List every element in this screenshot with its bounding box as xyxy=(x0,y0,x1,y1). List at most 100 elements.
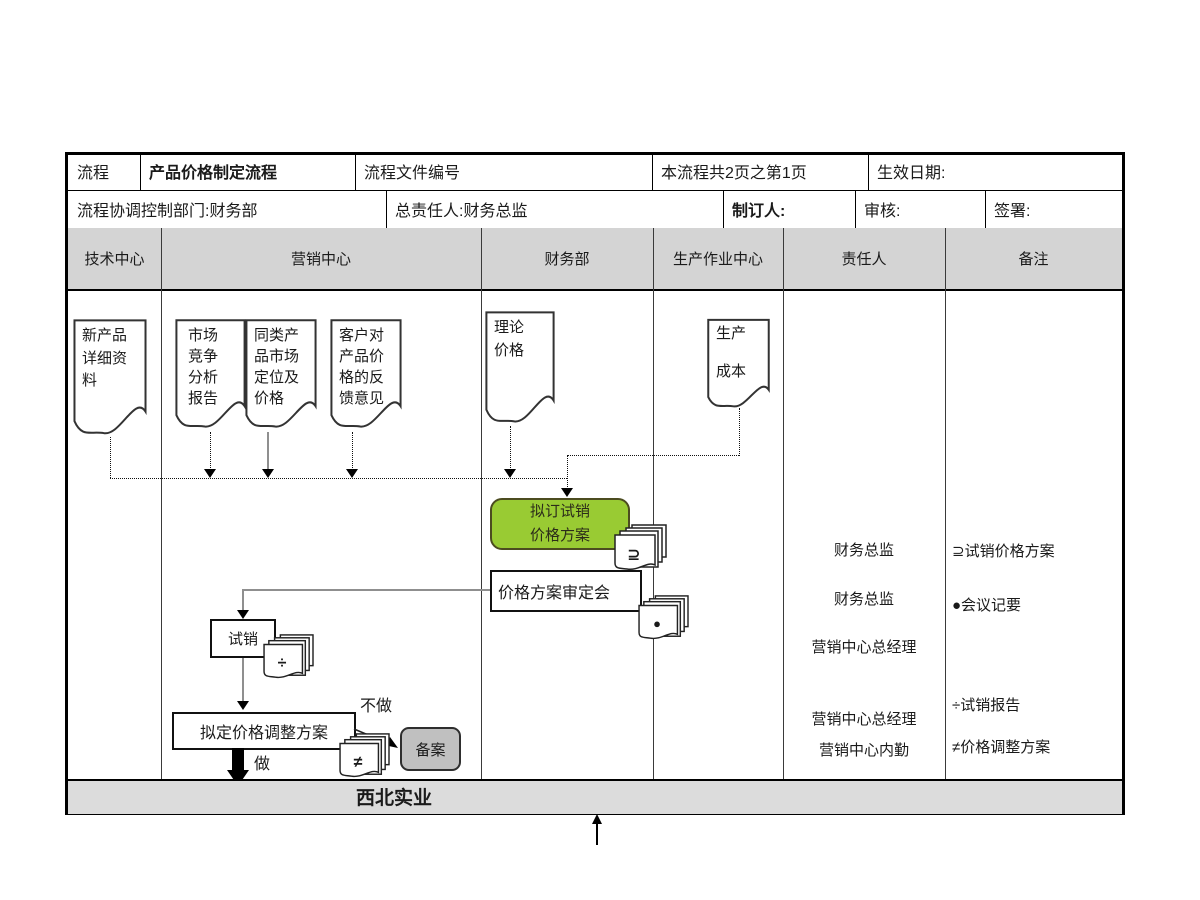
remark-entry: ÷试销报告 xyxy=(952,697,1021,714)
doc-similar-product-positioning: 同类产 品市场 定位及 价格 xyxy=(245,318,317,431)
doc-theoretical-price: 理论 价格 xyxy=(485,310,555,426)
header-coordinating-dept: 流程协调控制部门:财务部 xyxy=(77,203,258,220)
connector xyxy=(110,437,111,478)
doc-label: 理论 价格 xyxy=(494,319,525,359)
responsible-entry: 财务总监 xyxy=(833,591,894,608)
header-process-label: 流程 xyxy=(77,165,110,182)
connector xyxy=(110,478,567,479)
docstack-meeting-minutes: ● xyxy=(635,594,693,642)
lane-header-remarks: 备注 xyxy=(1018,251,1049,268)
branch-label-no-do: 不做 xyxy=(360,698,393,715)
divider xyxy=(140,152,141,190)
doc-label: 生产 成本 xyxy=(716,325,747,380)
lane-divider xyxy=(945,228,946,779)
lane-divider xyxy=(481,228,482,779)
arrowhead xyxy=(346,469,358,478)
step-filing: 备案 xyxy=(400,727,461,771)
lane-divider xyxy=(783,228,784,779)
document-shape-icon xyxy=(330,318,402,431)
header-maker: 制订人: xyxy=(732,203,786,220)
connector xyxy=(267,432,269,470)
lane-divider xyxy=(653,228,654,779)
connector xyxy=(242,658,244,702)
step-price-review-meeting: 价格方案审定会 xyxy=(490,570,642,612)
document-shape-icon xyxy=(175,318,246,431)
document-shape-icon xyxy=(245,318,317,431)
doc-label: 市场 竞争 分析 报告 xyxy=(188,327,219,407)
arrowhead xyxy=(237,701,249,710)
footer-bar xyxy=(68,779,1122,814)
connector xyxy=(352,432,353,470)
remark-entry: ⊇试销价格方案 xyxy=(952,543,1055,560)
docstack-glyph: ● xyxy=(653,616,661,631)
header-effective-date: 生效日期: xyxy=(877,165,946,182)
responsible-entry: 营销中心总经理 xyxy=(811,639,917,656)
lane-divider xyxy=(161,228,162,779)
connector xyxy=(243,589,490,591)
page-title: 产品价格制定流程 xyxy=(149,165,278,182)
arrowhead xyxy=(561,488,573,497)
divider xyxy=(65,190,1125,191)
document-shape-icon xyxy=(73,318,147,438)
branch-label-do: 做 xyxy=(254,756,271,773)
docstack-glyph: ⊇ xyxy=(627,547,641,564)
company-name: 西北实业 xyxy=(356,788,433,809)
lane-header-responsible: 责任人 xyxy=(841,251,887,268)
docstack-glyph: ÷ xyxy=(277,655,287,672)
header-review: 审核: xyxy=(864,203,901,220)
docstack-adjustment-plan: ≠ xyxy=(336,732,394,780)
multi-document-icon xyxy=(339,733,390,778)
doc-new-product-details: 新产品 详细资 料 xyxy=(73,318,147,438)
connector xyxy=(242,589,244,611)
step-draft-trial-price-plan: 拟订试销 价格方案 xyxy=(490,498,630,550)
divider xyxy=(723,190,724,228)
lane-header-tech-center: 技术中心 xyxy=(84,251,145,268)
document-shape-icon xyxy=(707,318,770,410)
multi-document-icon xyxy=(263,634,314,679)
arrowhead xyxy=(504,469,516,478)
remark-entry: ●会议记要 xyxy=(952,597,1022,614)
step-draft-price-adjustment: 拟定价格调整方案 xyxy=(172,712,356,750)
connector xyxy=(510,426,511,470)
document-shape-icon xyxy=(485,310,555,426)
responsible-entry: 营销中心总经理 xyxy=(811,711,917,728)
connector xyxy=(567,455,739,456)
lane-header-bg xyxy=(68,228,1122,289)
multi-document-icon xyxy=(614,524,667,570)
doc-label: 同类产 品市场 定位及 价格 xyxy=(254,327,300,407)
responsible-entry: 营销中心内勤 xyxy=(818,742,909,759)
doc-customer-price-feedback: 客户对 产品价 格的反 馈意见 xyxy=(330,318,402,431)
header-sign: 签署: xyxy=(994,203,1031,220)
responsible-entry: 财务总监 xyxy=(833,542,894,559)
doc-label: 新产品 详细资 料 xyxy=(82,327,128,389)
arrowhead xyxy=(204,469,216,478)
divider xyxy=(386,190,387,228)
external-arrowhead-up xyxy=(592,814,602,824)
connector xyxy=(210,432,211,470)
divider xyxy=(855,190,856,228)
divider xyxy=(652,152,653,190)
arrowhead xyxy=(262,469,274,478)
divider xyxy=(355,152,356,190)
remark-entry: ≠价格调整方案 xyxy=(952,739,1051,756)
divider xyxy=(65,289,1125,291)
docstack-glyph: ≠ xyxy=(353,754,363,771)
lane-header-production-center: 生产作业中心 xyxy=(672,251,763,268)
connector xyxy=(739,408,740,456)
doc-label: 客户对 产品价 格的反 馈意见 xyxy=(339,327,385,407)
divider xyxy=(985,190,986,228)
header-page-count: 本流程共2页之第1页 xyxy=(661,165,807,182)
connector xyxy=(567,455,568,489)
docstack-trial-price-plan: ⊇ xyxy=(612,523,670,573)
divider xyxy=(868,152,869,190)
doc-production-cost: 生产 成本 xyxy=(707,318,770,410)
header-owner: 总责任人:财务总监 xyxy=(395,203,528,220)
lane-header-finance-dept: 财务部 xyxy=(544,251,590,268)
multi-document-icon xyxy=(638,595,689,640)
arrowhead xyxy=(237,610,249,619)
docstack-trial-report: ÷ xyxy=(260,633,318,681)
external-arrow-line xyxy=(596,822,598,845)
lane-header-marketing-center: 营销中心 xyxy=(290,251,351,268)
doc-market-competition-report: 市场 竞争 分析 报告 xyxy=(175,318,246,431)
